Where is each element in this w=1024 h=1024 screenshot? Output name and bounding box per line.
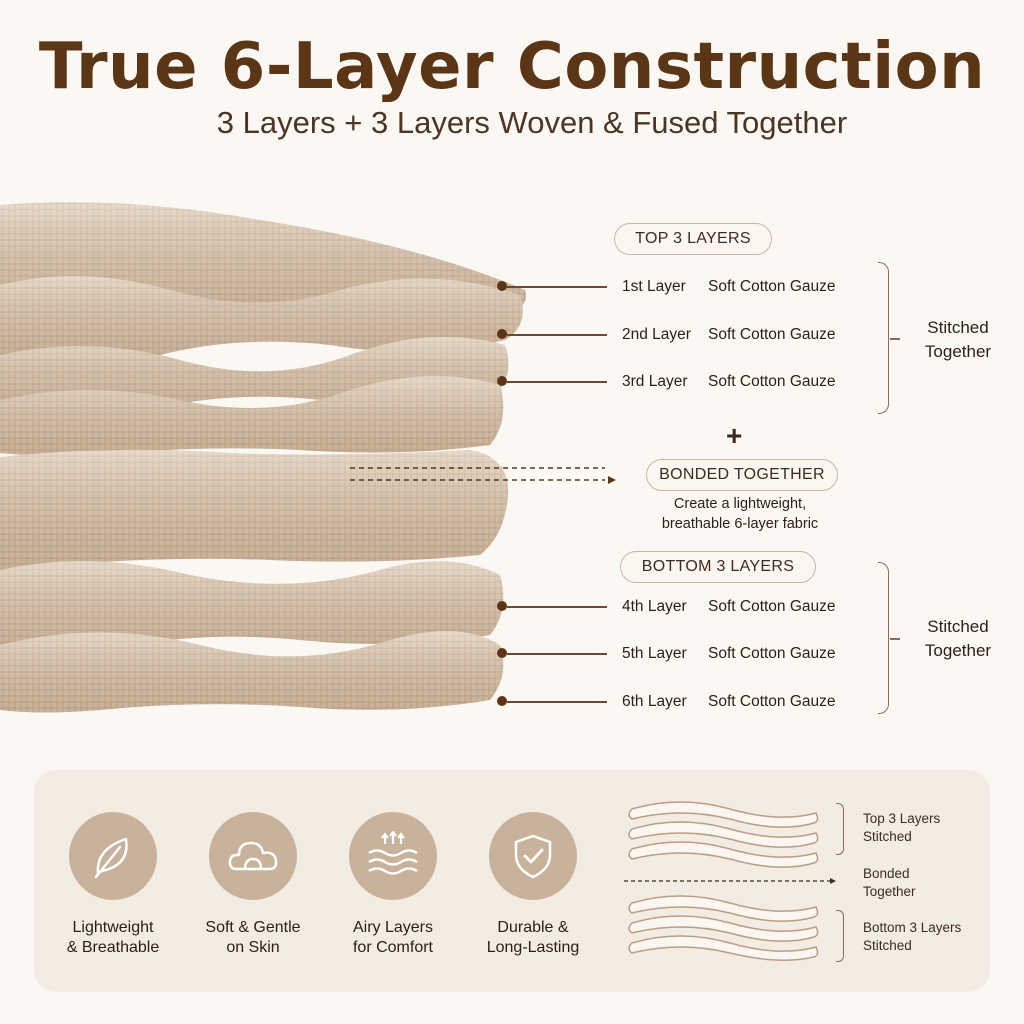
layer-material: Soft Cotton Gauze bbox=[708, 693, 836, 710]
layer-6-leader bbox=[507, 701, 607, 703]
page-subtitle: 3 Layers + 3 Layers Woven & Fused Togeth… bbox=[216, 105, 848, 140]
layer-5-marker bbox=[497, 648, 507, 658]
page-title: True 6-Layer Construction bbox=[38, 30, 986, 104]
layer-material: Soft Cotton Gauze bbox=[708, 326, 836, 343]
feature-durable: Durable &Long-Lasting bbox=[463, 812, 603, 958]
airflow-icon bbox=[368, 831, 418, 875]
feature-icon-circle bbox=[489, 812, 577, 900]
top-bracket bbox=[878, 262, 900, 414]
layer-ordinal: 2nd Layer bbox=[622, 326, 691, 343]
layer-3-marker bbox=[497, 376, 507, 386]
layer-1-leader bbox=[507, 286, 607, 288]
layer-6-row: 6th Layer Soft Cotton Gauze bbox=[622, 693, 836, 711]
layer-2-row: 2nd Layer Soft Cotton Gauze bbox=[622, 326, 836, 344]
layer-material: Soft Cotton Gauze bbox=[708, 645, 836, 662]
diagram-bottom-bracket bbox=[836, 910, 844, 962]
feature-icon-circle bbox=[349, 812, 437, 900]
layer-ordinal: 4th Layer bbox=[622, 598, 687, 615]
shield-check-icon bbox=[514, 834, 552, 879]
layer-material: Soft Cotton Gauze bbox=[708, 278, 836, 295]
layer-ordinal: 5th Layer bbox=[622, 645, 687, 662]
layer-ordinal: 3rd Layer bbox=[622, 373, 688, 390]
layer-ordinal: 6th Layer bbox=[622, 693, 687, 710]
feature-lightweight: Lightweight& Breathable bbox=[43, 812, 183, 958]
layer-4-row: 4th Layer Soft Cotton Gauze bbox=[622, 598, 836, 616]
feature-icon-circle bbox=[69, 812, 157, 900]
bonded-description: Create a lightweight,breathable 6-layer … bbox=[661, 496, 819, 532]
layer-material: Soft Cotton Gauze bbox=[708, 598, 836, 615]
layer-5-leader bbox=[507, 653, 607, 655]
layer-diagram bbox=[624, 801, 836, 961]
diagram-top-bracket bbox=[836, 803, 844, 855]
feature-label: Lightweight& Breathable bbox=[66, 919, 160, 956]
layer-material: Soft Cotton Gauze bbox=[708, 373, 836, 390]
layer-2-leader bbox=[507, 334, 607, 336]
layer-3-leader bbox=[507, 381, 607, 383]
feature-label: Durable &Long-Lasting bbox=[486, 919, 580, 956]
layer-ordinal: 1st Layer bbox=[622, 278, 686, 295]
layer-2-marker bbox=[497, 329, 507, 339]
layer-5-row: 5th Layer Soft Cotton Gauze bbox=[622, 645, 836, 663]
bottom-layers-pill: BOTTOM 3 LAYERS bbox=[620, 551, 816, 583]
bottom-bracket bbox=[878, 562, 900, 714]
plus-sign: + bbox=[726, 420, 743, 451]
layer-1-marker bbox=[497, 281, 507, 291]
top-layers-pill: TOP 3 LAYERS bbox=[614, 223, 772, 255]
bonded-together-pill: BONDED TOGETHER bbox=[646, 459, 838, 491]
bonded-arrow bbox=[350, 467, 616, 484]
leaf-icon bbox=[94, 837, 128, 879]
layer-3-row: 3rd Layer Soft Cotton Gauze bbox=[622, 373, 836, 391]
feature-icon-circle bbox=[209, 812, 297, 900]
cloud-icon bbox=[228, 841, 278, 871]
layer-1-row: 1st Layer Soft Cotton Gauze bbox=[622, 278, 836, 296]
layer-4-leader bbox=[507, 606, 607, 608]
layer-4-marker bbox=[497, 601, 507, 611]
layer-6-marker bbox=[497, 696, 507, 706]
